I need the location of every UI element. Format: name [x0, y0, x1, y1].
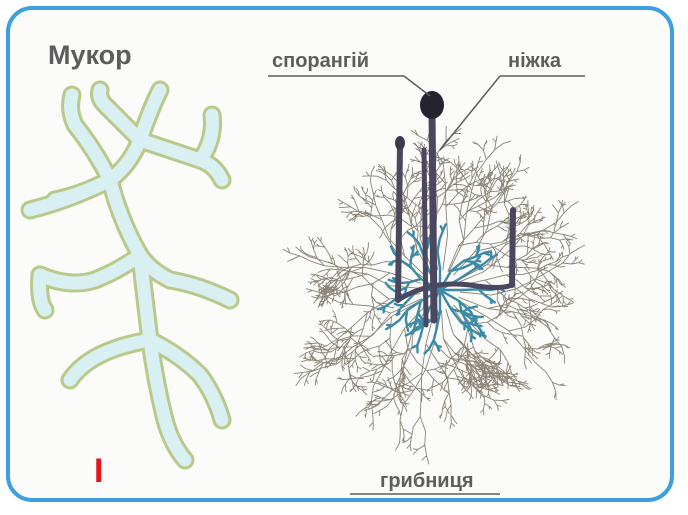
sporangium	[420, 91, 444, 119]
figure-title: Мукор	[48, 40, 132, 71]
hypha-fill	[40, 275, 45, 310]
label-mycelium: грибниця	[380, 470, 474, 493]
second-stalk	[424, 150, 426, 325]
label-sporangium: спорангій	[272, 50, 369, 73]
small-sporangium	[395, 136, 405, 150]
main-stalk	[432, 112, 434, 320]
hypha-fill	[40, 255, 140, 283]
label-stalk: ніжка	[508, 50, 561, 73]
red-marker: I	[94, 452, 103, 491]
right-stalk	[512, 210, 513, 285]
short-stalk	[398, 145, 400, 300]
enlarged-hypha	[30, 90, 230, 460]
